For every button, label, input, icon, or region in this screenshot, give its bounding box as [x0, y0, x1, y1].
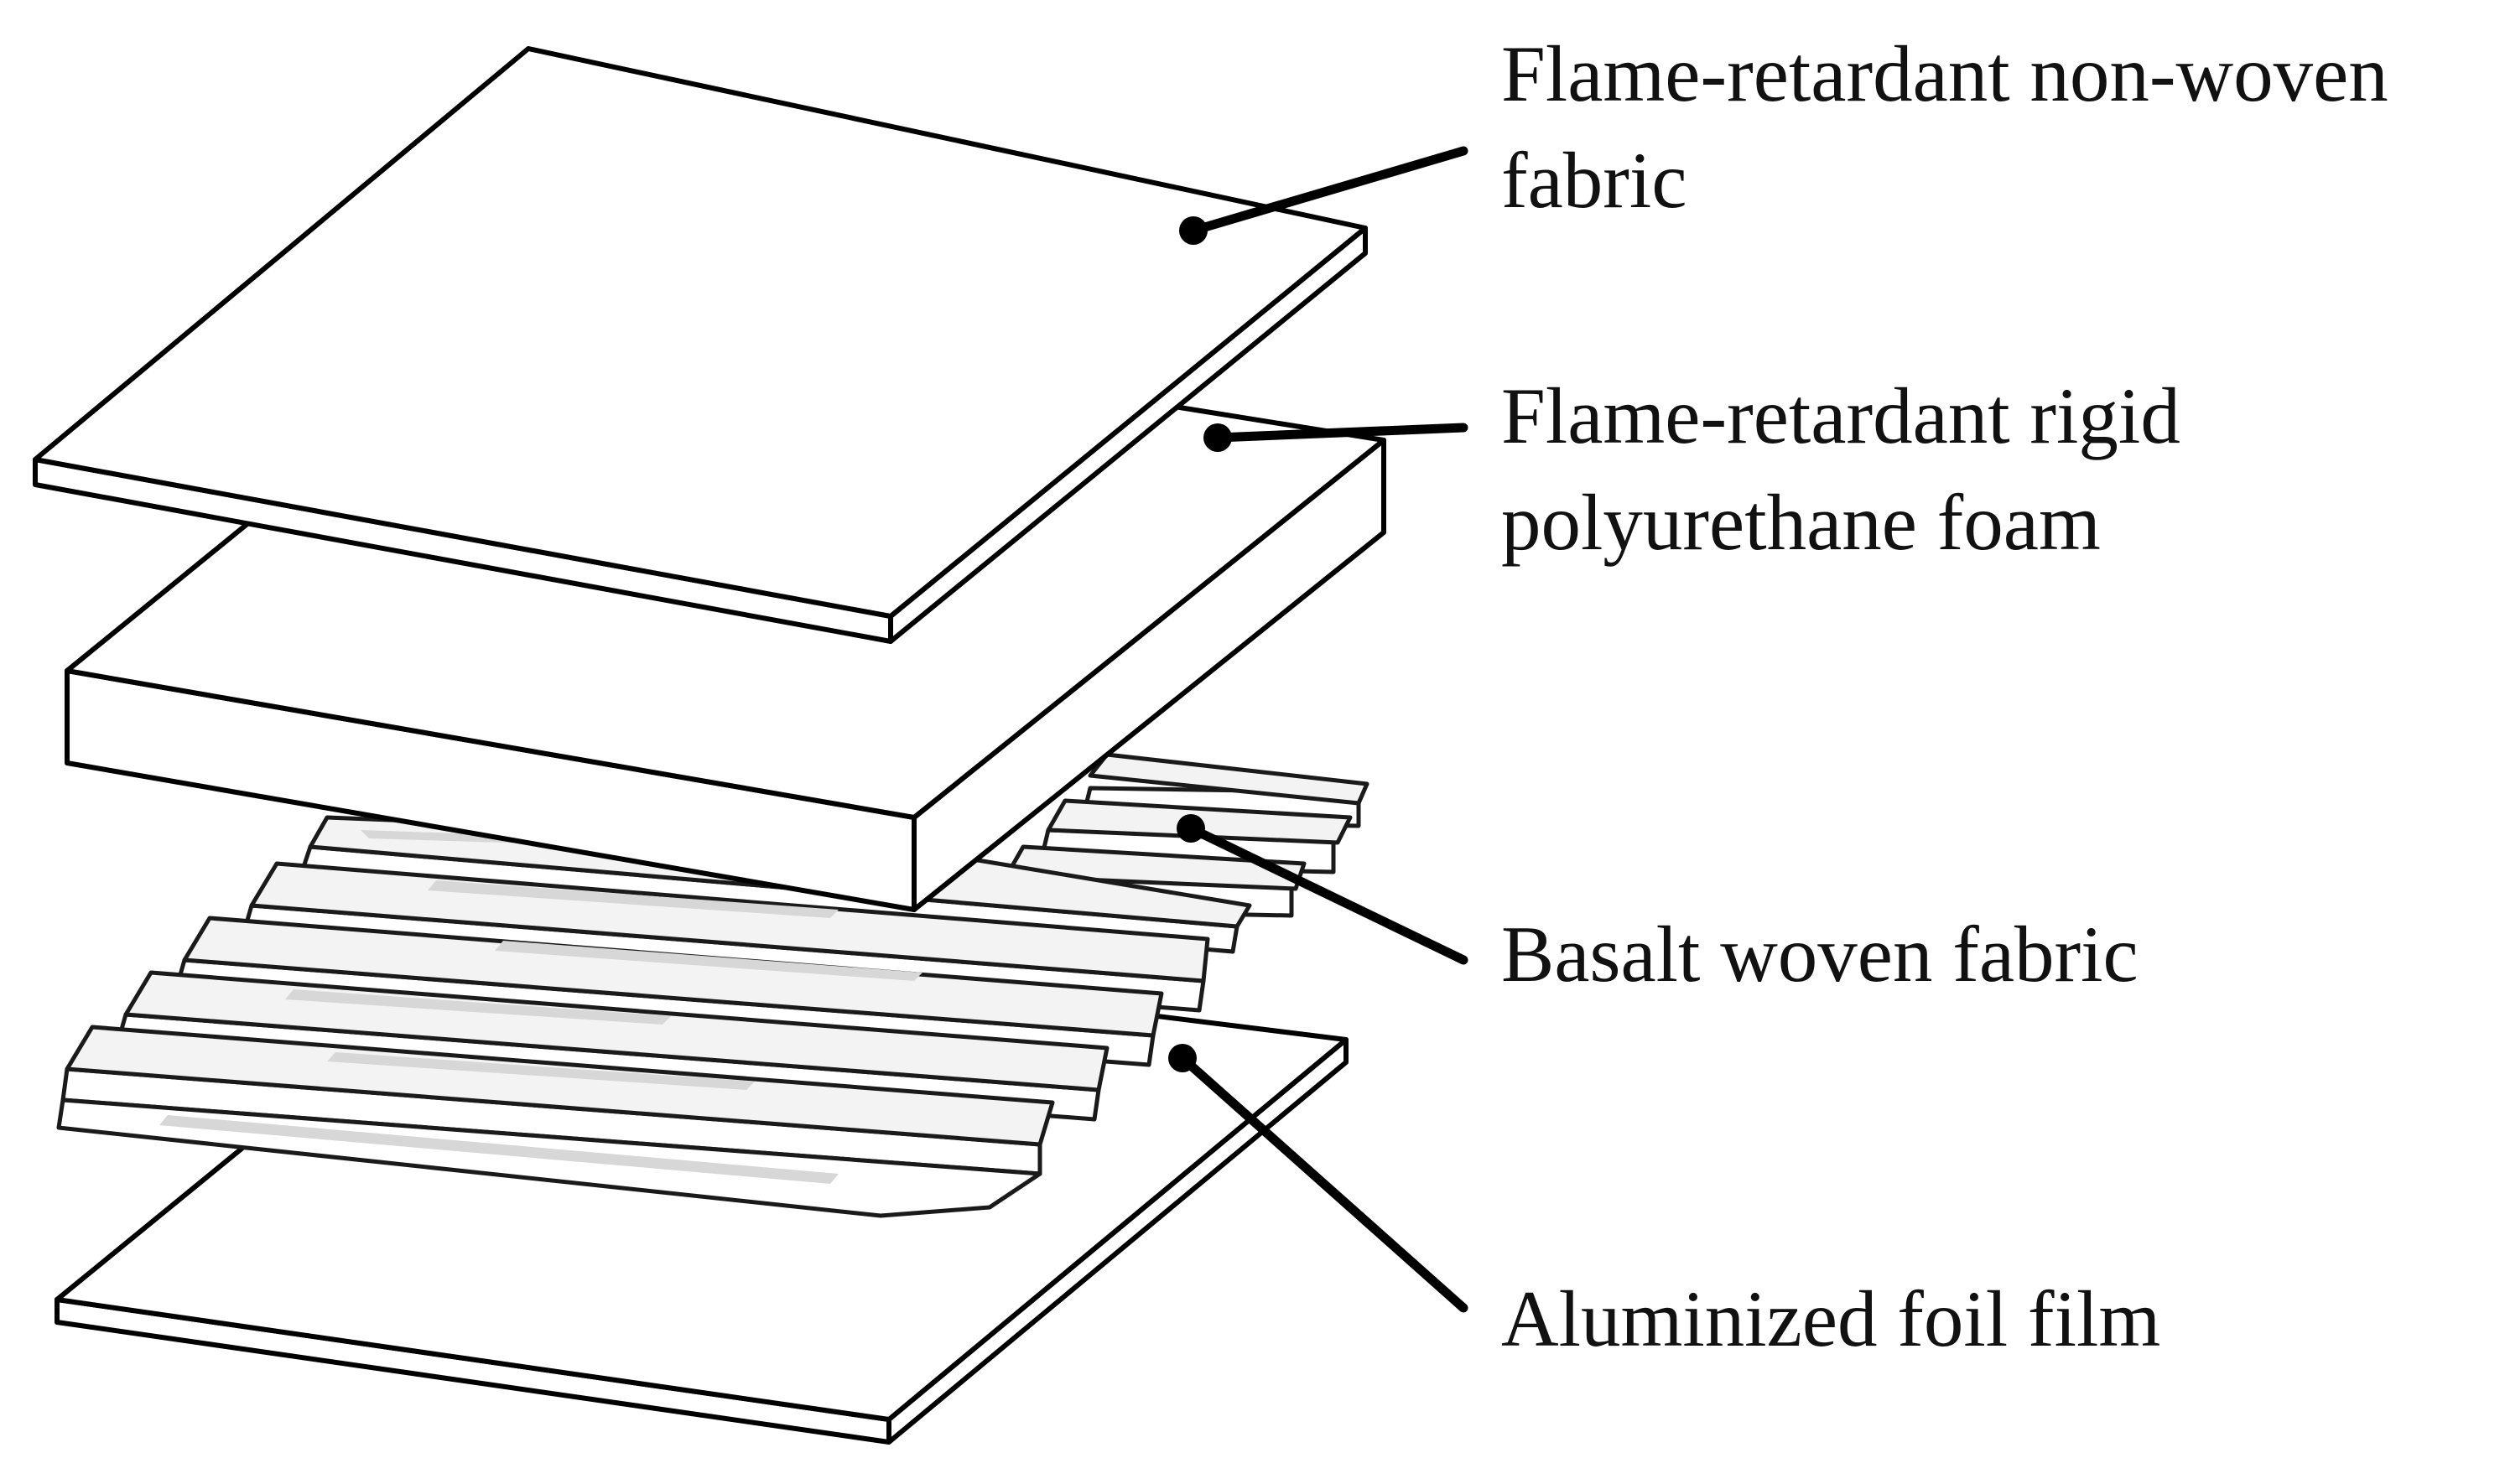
leader-foil [1168, 1044, 1468, 1313]
leader-basalt [1177, 814, 1468, 965]
basalt-strip-5 [60, 1025, 1055, 1176]
basalt-woven-fabric-layer [56, 752, 1369, 1218]
label-foil: Aluminized foil film [1501, 1274, 2160, 1363]
basalt-strip-6 [56, 1097, 1042, 1218]
label-foam-line1: Flame-retardant rigid [1501, 371, 2180, 460]
label-nonwoven-line2: fabric [1501, 136, 1687, 225]
nonwoven-fabric-layer [33, 46, 1368, 644]
leader-nonwoven [1179, 146, 1468, 245]
label-basalt: Basalt woven fabric [1501, 910, 2139, 999]
label-nonwoven-line1: Flame-retardant non-woven [1501, 29, 2388, 118]
leader-foam [1203, 423, 1468, 452]
label-foam-line2: polyurethane foam [1501, 478, 2101, 567]
leader-dot-nonwoven [1179, 216, 1208, 245]
leader-dot-foam [1203, 423, 1232, 452]
leader-dot-basalt [1177, 814, 1205, 843]
leader-dot-foil [1168, 1044, 1197, 1072]
